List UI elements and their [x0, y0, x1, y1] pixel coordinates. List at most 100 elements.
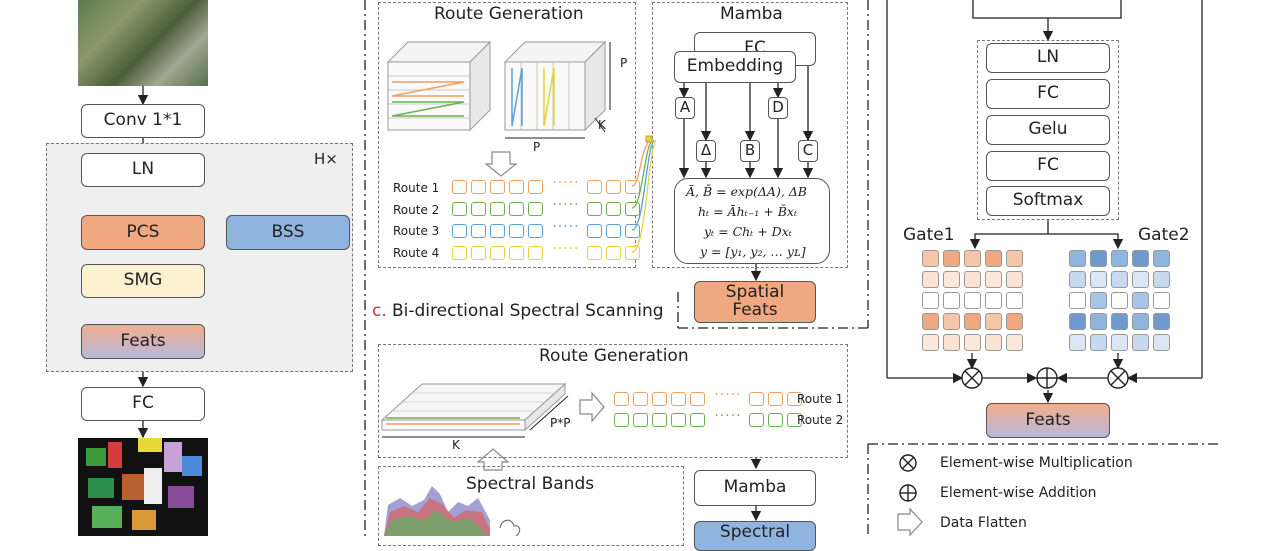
- spectral-cube: [380, 382, 569, 438]
- equation-3: yₜ = Chₜ + Dxₜ: [704, 224, 792, 239]
- dim-p-label: P: [620, 56, 628, 70]
- legend-flatten-label: Data Flatten: [940, 515, 1027, 531]
- route-token: [606, 224, 621, 238]
- gate-cell: [1132, 250, 1149, 267]
- route-ellipsis: ·····: [552, 175, 580, 191]
- route-token: [509, 202, 524, 216]
- gate-cell: [1069, 334, 1086, 351]
- route-token: [787, 413, 802, 427]
- gate-cell: [964, 334, 981, 351]
- gate2-label: Gate2: [1138, 225, 1190, 245]
- gate-cell: [1006, 250, 1023, 267]
- gate-cell: [1111, 292, 1128, 309]
- gate-cell: [922, 250, 939, 267]
- section-c-letter: c.: [372, 301, 387, 321]
- route-token: [490, 224, 505, 238]
- route-token: [587, 180, 602, 194]
- gate-cell: [1132, 292, 1149, 309]
- spatial-feats-label: Spatial Feats: [725, 282, 785, 320]
- dim-p-bottom-label: P: [533, 140, 541, 154]
- route-ellipsis: ·····: [552, 241, 580, 257]
- route-token: [787, 392, 802, 406]
- route-link-curve: [631, 135, 657, 253]
- param-b-box: B: [740, 140, 760, 162]
- gate-cell: [1090, 250, 1107, 267]
- repeat-label: H×: [314, 150, 338, 168]
- gate-cell: [922, 271, 939, 288]
- route-ellipsis: ·····: [714, 387, 742, 403]
- gate-gelu-box: Gelu: [986, 115, 1110, 145]
- gate-cell: [943, 292, 960, 309]
- route-token: [471, 246, 486, 260]
- gate-cell: [1153, 250, 1170, 267]
- route-token: [625, 202, 640, 216]
- route-token: [587, 202, 602, 216]
- gate-cell: [1006, 292, 1023, 309]
- gate-cell: [1132, 271, 1149, 288]
- gate1-matrix: [922, 250, 1026, 354]
- legend-multiplication-label: Element-wise Multiplication: [940, 455, 1133, 471]
- gate-cell: [1069, 313, 1086, 330]
- classification-map-image: [78, 438, 208, 536]
- gate-cell: [985, 271, 1002, 288]
- route-token: [625, 224, 640, 238]
- mamba-title: Mamba: [720, 4, 783, 24]
- route-token: [452, 224, 467, 238]
- gate-cell: [985, 334, 1002, 351]
- gate-cell: [1111, 250, 1128, 267]
- ssm-equations-box: [674, 178, 830, 264]
- gate-cell: [1153, 271, 1170, 288]
- route-token: [528, 224, 543, 238]
- conv-box: Conv 1*1: [81, 104, 205, 138]
- equation-2: hₜ = Āhₜ₋₁ + B̄xₜ: [698, 204, 798, 219]
- gate-cell: [943, 334, 960, 351]
- spectral-bands-plot: [384, 486, 521, 536]
- route-generation-title: Route Generation: [434, 4, 584, 24]
- route-token: [509, 180, 524, 194]
- route-token: [633, 392, 648, 406]
- pcs-box: PCS: [81, 215, 205, 250]
- fc-box: FC: [81, 387, 205, 421]
- gate-cell: [943, 271, 960, 288]
- mamba-panel: [652, 2, 848, 268]
- gate-cell: [1090, 313, 1107, 330]
- param-a-box: A: [675, 97, 695, 119]
- route-4-label: Route 4: [393, 246, 440, 260]
- dim-k-spectral-label: K: [452, 438, 460, 452]
- route-token: [671, 413, 686, 427]
- gate-cell: [1153, 313, 1170, 330]
- gate-cell: [1132, 334, 1149, 351]
- gate-cell: [922, 313, 939, 330]
- gate-cell: [1006, 271, 1023, 288]
- gate-cell: [943, 313, 960, 330]
- route-token: [749, 413, 764, 427]
- route-token: [768, 392, 783, 406]
- embedding-box: Embedding: [674, 51, 796, 83]
- route-token: [452, 202, 467, 216]
- route-2-label: Route 2: [393, 203, 440, 217]
- route-token: [625, 180, 640, 194]
- equation-1: Ā, B̄ = exp(ΔA), ΔB: [686, 184, 807, 199]
- route-token: [452, 180, 467, 194]
- gate-fc1-box: FC: [986, 79, 1110, 109]
- gate-softmax-box: Softmax: [986, 186, 1110, 216]
- gate-cell: [1090, 334, 1107, 351]
- route-token: [471, 224, 486, 238]
- gate-fc2-box: FC: [986, 151, 1110, 181]
- route-generation-panel: [378, 2, 636, 268]
- route-token: [633, 413, 648, 427]
- spectral-route-2-label: Route 2: [797, 413, 844, 427]
- spatial-feats-box: Spatial Feats: [694, 281, 816, 323]
- gate-cell: [943, 250, 960, 267]
- legend-addition-label: Element-wise Addition: [940, 485, 1097, 501]
- gate-cell: [1069, 250, 1086, 267]
- gate-cell: [1090, 292, 1107, 309]
- dim-k-label: K: [598, 118, 606, 132]
- route-token: [528, 180, 543, 194]
- bss-box: BSS: [226, 215, 350, 250]
- route-token: [768, 413, 783, 427]
- spectral-route-title: Route Generation: [539, 346, 689, 366]
- gate-cell: [985, 292, 1002, 309]
- gate-cell: [1069, 292, 1086, 309]
- gate-cell: [1111, 313, 1128, 330]
